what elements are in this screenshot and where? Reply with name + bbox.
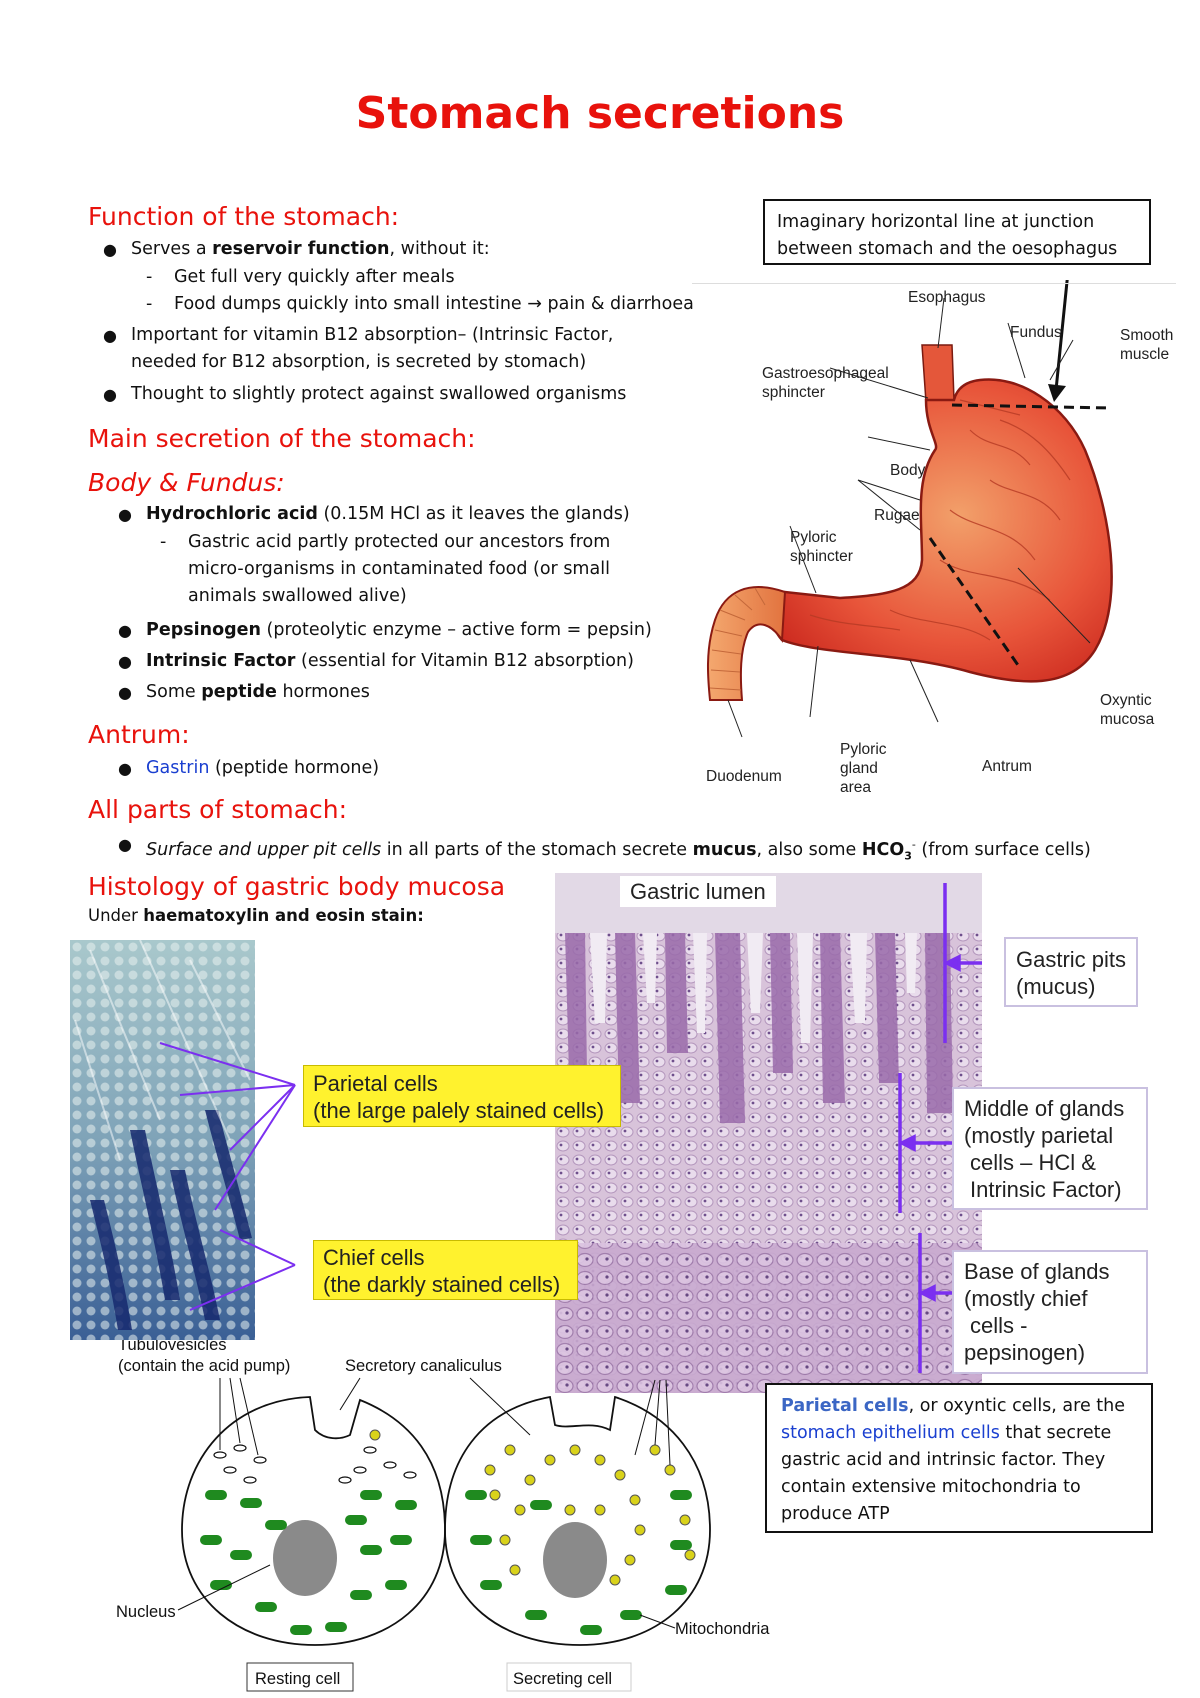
junction-dashed-line bbox=[951, 403, 1111, 410]
note-arrow bbox=[1054, 280, 1069, 391]
label-gastric-lumen: Gastric lumen bbox=[620, 876, 776, 907]
junction-note: Imaginary horizontal line at junction be… bbox=[763, 199, 1151, 265]
label-fundus: Fundus bbox=[1010, 324, 1062, 341]
parietal-cell-diagram: Tubulovesicles (contain the acid pump) S… bbox=[116, 1340, 770, 1692]
bullet-mucus: ●Surface and upper pit cells in all part… bbox=[118, 835, 1091, 863]
label-resting-cell: Resting cell bbox=[255, 1670, 340, 1688]
resting-nucleus bbox=[273, 1520, 337, 1596]
histology-heading: Histology of gastric body mucosa bbox=[88, 872, 506, 901]
bullet-b12: ●Important for vitamin B12 absorption– (… bbox=[103, 325, 614, 372]
region-arrows bbox=[898, 883, 982, 1373]
bullet-pepsinogen: ●Pepsinogen (proteolytic enzyme – active… bbox=[118, 620, 652, 640]
label-smooth-1: Smooth bbox=[1120, 327, 1173, 344]
antrum-dashed-line bbox=[928, 537, 1022, 669]
label-gastro-2: sphincter bbox=[762, 384, 825, 401]
bullet-reservoir: ●Serves a reservoir function, without it… bbox=[103, 239, 490, 259]
parietal-callout: Parietal cells(the large palely stained … bbox=[303, 1065, 621, 1127]
secreting-cell-outline bbox=[444, 1395, 711, 1646]
label-duodenum: Duodenum bbox=[706, 768, 782, 785]
secreting-mitochondria bbox=[465, 1490, 692, 1635]
stain-caption: Under haematoxylin and eosin stain: bbox=[88, 906, 424, 925]
function-heading: Function of the stomach: bbox=[88, 202, 400, 231]
parietal-note: Parietal cells, or oxyntic cells, are th… bbox=[765, 1383, 1153, 1533]
label-pyloric-gland-2: gland bbox=[840, 760, 878, 777]
label-mitochondria: Mitochondria bbox=[675, 1620, 770, 1638]
gastric-pits-callout: Gastric pits(mucus) bbox=[1004, 937, 1138, 1007]
secreting-nucleus bbox=[543, 1522, 607, 1598]
esophagus-tube bbox=[921, 344, 955, 403]
label-oxyntic-2: mucosa bbox=[1100, 711, 1155, 728]
duodenum-rings bbox=[709, 587, 766, 691]
all-parts-heading: All parts of stomach: bbox=[88, 795, 348, 824]
body-fundus-heading: Body & Fundus: bbox=[88, 468, 285, 497]
label-rugae: Rugae bbox=[874, 507, 920, 524]
resting-mitochondria bbox=[200, 1490, 417, 1635]
chief-callout: Chief cells(the darkly stained cells) bbox=[313, 1240, 578, 1300]
label-nucleus: Nucleus bbox=[116, 1603, 176, 1621]
bullet-peptide: ●Some peptide hormones bbox=[118, 682, 370, 702]
sub-bullet-full: -Get full very quickly after meals bbox=[146, 267, 455, 287]
label-antrum: Antrum bbox=[982, 758, 1032, 775]
label-secreting-cell: Secreting cell bbox=[513, 1670, 612, 1688]
label-tubulovesicles-2: (contain the acid pump) bbox=[118, 1357, 290, 1375]
label-oxyntic-1: Oxyntic bbox=[1100, 692, 1152, 709]
micrograph-parietal-chief bbox=[70, 940, 255, 1340]
resting-cell-outline bbox=[181, 1396, 446, 1646]
duodenum-tube bbox=[707, 586, 787, 701]
label-body: Body bbox=[890, 462, 926, 479]
label-pyloric-2: sphincter bbox=[790, 548, 853, 565]
bullet-hcl: ●Hydrochloric acid (0.15M HCl as it leav… bbox=[118, 504, 630, 524]
label-canaliculus: Secretory canaliculus bbox=[345, 1357, 502, 1375]
secreting-cell-box bbox=[506, 1662, 632, 1692]
gastric-pit-columns bbox=[565, 933, 953, 1123]
pale-streaks bbox=[74, 940, 251, 1161]
sub-bullet-dump: -Food dumps quickly into small intestine… bbox=[146, 294, 694, 314]
micrograph-pointer-arrows bbox=[159, 1042, 296, 1311]
base-glands-callout: Base of glands(mostly chief cells -pepsi… bbox=[952, 1250, 1148, 1374]
label-pyloric-gland-1: Pyloric bbox=[840, 741, 887, 758]
cell-leader-lines bbox=[177, 1377, 676, 1629]
dark-chief-streaks bbox=[90, 1110, 252, 1330]
resting-cell-box bbox=[246, 1662, 354, 1692]
main-secretion-heading: Main secretion of the stomach: bbox=[88, 424, 476, 453]
resting-vesicle bbox=[369, 1429, 381, 1441]
page-title: Stomach secretions bbox=[355, 88, 845, 139]
pit-lumens bbox=[590, 933, 917, 1043]
diagram-top-rule bbox=[692, 283, 1176, 284]
label-smooth-2: muscle bbox=[1120, 346, 1169, 363]
label-pyloric-gland-3: area bbox=[840, 779, 871, 796]
leader-lines bbox=[727, 297, 1091, 738]
tubulovesicles bbox=[213, 1444, 417, 1484]
bullet-gastrin: ●Gastrin (peptide hormone) bbox=[118, 758, 380, 778]
label-pyloric-1: Pyloric bbox=[790, 529, 837, 546]
micrograph-he bbox=[555, 873, 982, 1393]
stomach-body bbox=[771, 378, 1113, 683]
sub-bullet-acid: -Gastric acid partly protected our ances… bbox=[160, 532, 611, 606]
stomach-diagram: Esophagus Fundus Smooth muscle Gastroeso… bbox=[706, 280, 1173, 796]
label-tubulovesicles-1: Tubulovesicles bbox=[118, 1340, 227, 1354]
label-gastro-1: Gastroesophageal bbox=[762, 365, 889, 382]
label-esophagus: Esophagus bbox=[908, 289, 986, 306]
bullet-protect: ●Thought to slightly protect against swa… bbox=[103, 384, 627, 404]
middle-glands-callout: Middle of glands(mostly parietal cells –… bbox=[952, 1087, 1148, 1210]
bullet-intrinsic: ●Intrinsic Factor (essential for Vitamin… bbox=[118, 651, 634, 671]
antrum-heading: Antrum: bbox=[88, 720, 190, 749]
